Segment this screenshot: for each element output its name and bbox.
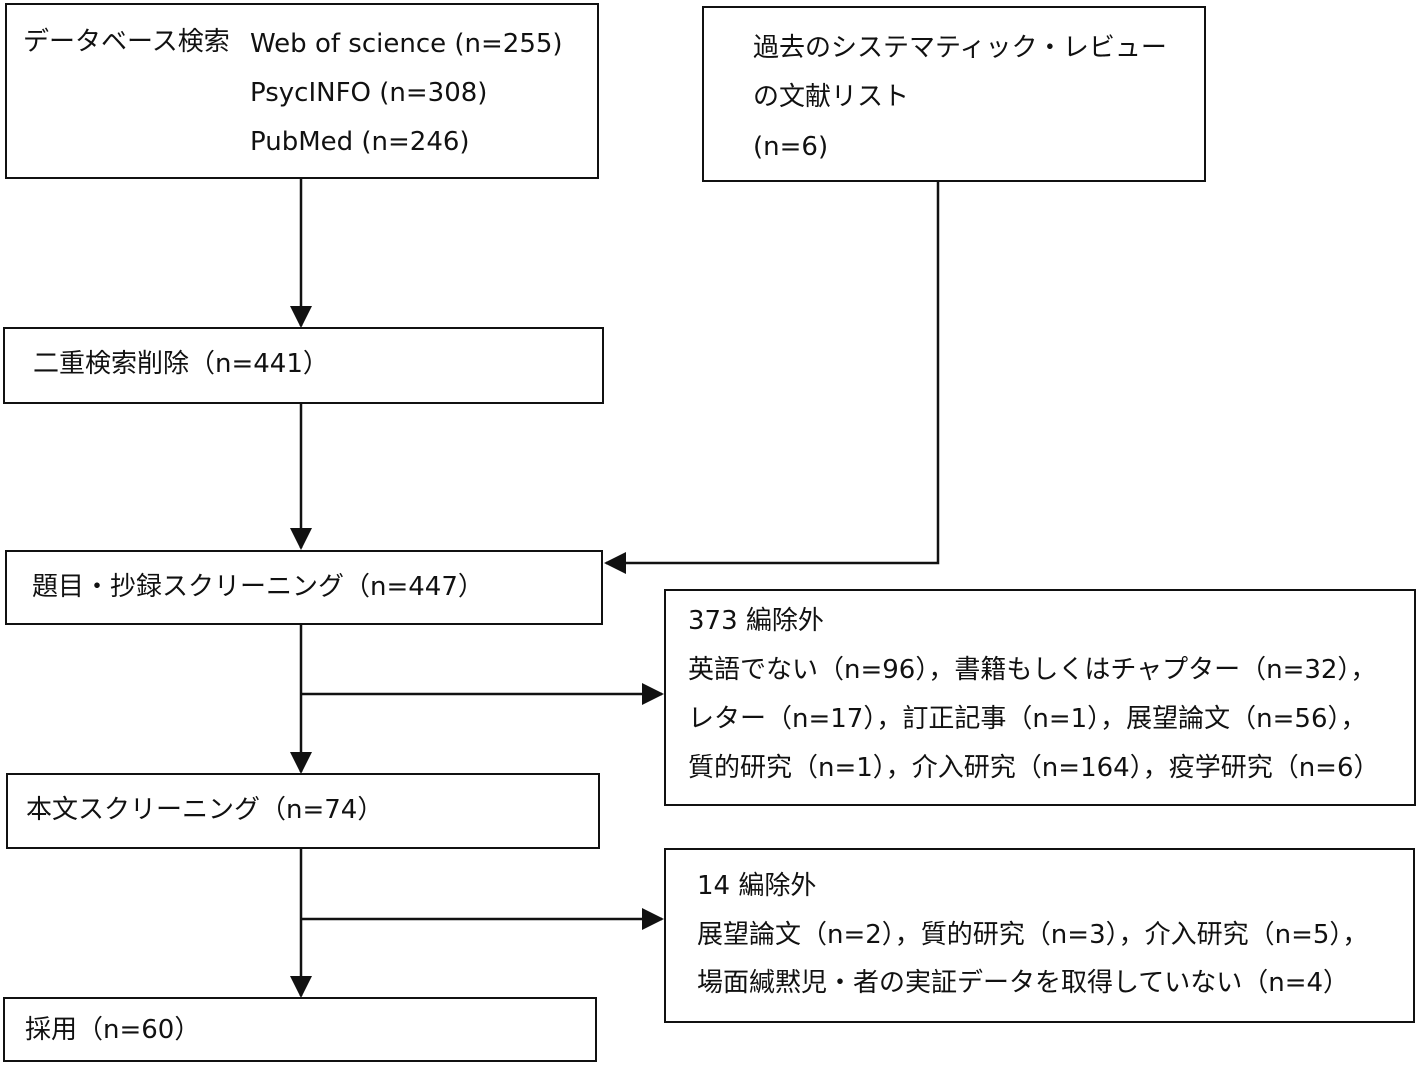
source-pubmed: PubMed (n=246) [250, 127, 470, 157]
exclusion-1-line-2: レター（n=17），訂正記事（n=1），展望論文（n=56）， [688, 704, 1367, 734]
exclusion-2-line-1: 展望論文（n=2），質的研究（n=3），介入研究（n=5）， [697, 920, 1369, 950]
adopted-label: 採用（n=60） [25, 1015, 201, 1045]
title-abstract-screening-box: 題目・抄録スクリーニング（n=447） [5, 550, 603, 625]
database-search-box: データベース検索 Web of science (n=255) PsycINFO… [5, 3, 599, 179]
duplicate-removal-label: 二重検索削除（n=441） [33, 349, 329, 379]
source-web-of-science: Web of science (n=255) [250, 29, 563, 59]
adopted-box: 採用（n=60） [3, 997, 597, 1062]
database-search-label: データベース検索 [23, 27, 230, 57]
past-reviews-line-2: の文献リスト [753, 82, 910, 112]
exclusion-2-header: 14 編除外 [697, 871, 817, 901]
source-psycinfo: PsycINFO (n=308) [250, 78, 488, 108]
title-abstract-screening-label: 題目・抄録スクリーニング（n=447） [32, 572, 484, 602]
exclusion-2-line-2: 場面緘黙児・者の実証データを取得していない（n=4） [697, 968, 1350, 998]
exclusion-1-line-1: 英語でない（n=96），書籍もしくはチャプター（n=32）， [688, 655, 1377, 685]
fulltext-screening-label: 本文スクリーニング（n=74） [26, 795, 384, 825]
past-reviews-line-1: 過去のシステマティック・レビュー [753, 33, 1167, 63]
fulltext-screening-box: 本文スクリーニング（n=74） [6, 773, 600, 849]
exclusion-1-line-3: 質的研究（n=1），介入研究（n=164），疫学研究（n=6） [688, 753, 1380, 783]
exclusion-box-2: 14 編除外 展望論文（n=2），質的研究（n=3），介入研究（n=5）， 場面… [664, 848, 1415, 1023]
duplicate-removal-box: 二重検索削除（n=441） [3, 327, 604, 404]
past-reviews-box: 過去のシステマティック・レビュー の文献リスト (n=6) [702, 6, 1206, 182]
past-reviews-count: (n=6) [753, 132, 829, 162]
exclusion-box-1: 373 編除外 英語でない（n=96），書籍もしくはチャプター（n=32）， レ… [664, 589, 1416, 806]
exclusion-1-header: 373 編除外 [688, 606, 824, 636]
arrow-reviews-to-screening [604, 181, 940, 574]
